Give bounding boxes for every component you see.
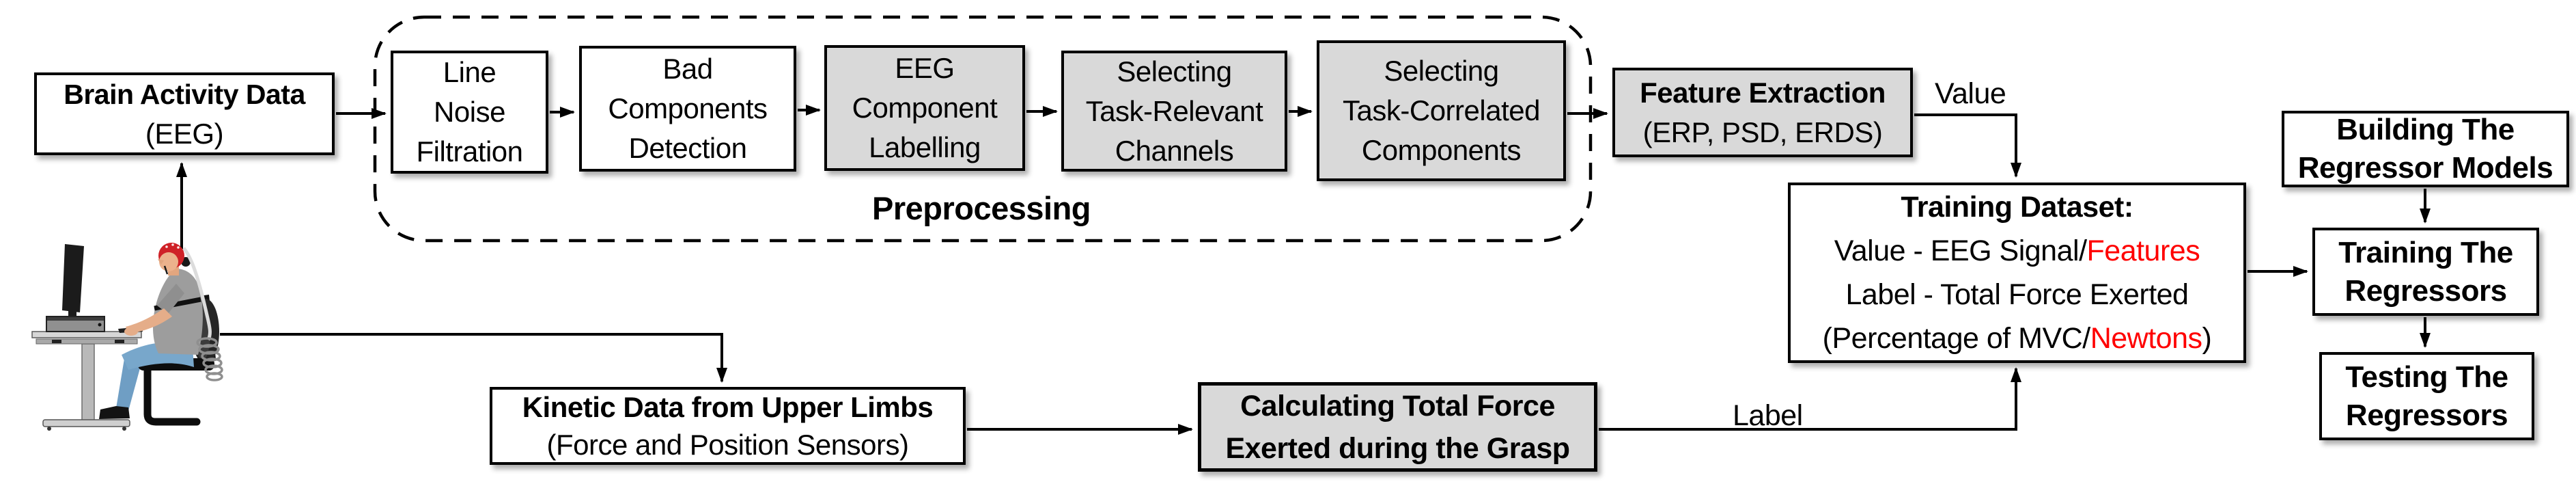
- task-correlated-components-box: Selecting Task-Correlated Components: [1317, 40, 1566, 181]
- task-correlated-line1: Selecting: [1384, 55, 1499, 87]
- pct-line-red: Newtons: [2090, 322, 2202, 355]
- label-edge-label: Label: [1733, 399, 1803, 432]
- monitor-icon: [55, 244, 92, 320]
- eeg-component-labelling-box: EEG Component Labelling: [824, 45, 1025, 171]
- bad-components-line3: Detection: [628, 132, 747, 164]
- task-relevant-channels-box: Selecting Task-Relevant Channels: [1061, 51, 1287, 172]
- shoe-icon: [99, 406, 130, 419]
- eeg-component-line2: Component: [852, 92, 998, 124]
- arrow-label-to-training-dataset: [1599, 367, 2021, 431]
- pct-line-close: ): [2202, 322, 2212, 355]
- feature-extraction-subtitle: (ERP, PSD, ERDS): [1642, 116, 1883, 148]
- task-correlated-line2: Task-Correlated: [1343, 94, 1540, 126]
- arrow-value-to-training-dataset: [1914, 113, 2021, 178]
- brain-activity-data-box: Brain Activity Data (EEG): [34, 72, 335, 155]
- value-line-black: Value - EEG Signal/: [1834, 234, 2087, 267]
- kinetic-data-box: Kinetic Data from Upper Limbs (Force and…: [490, 387, 966, 465]
- preprocessing-label: Preprocessing: [872, 190, 1091, 226]
- task-relevant-line1: Selecting: [1117, 55, 1232, 88]
- training-dataset-pct-line: (Percentage of MVC/Newtons): [1823, 317, 2212, 360]
- chin-strap: [163, 265, 169, 275]
- calculating-line1: Calculating Total Force: [1240, 389, 1555, 422]
- training-dataset-box: Training Dataset: Value - EEG Signal/Fea…: [1788, 183, 2246, 363]
- training-line1: Training The: [2338, 235, 2513, 269]
- task-correlated-line3: Components: [1361, 134, 1522, 166]
- bad-components-line2: Components: [608, 92, 768, 124]
- kinetic-box-title: Kinetic Data from Upper Limbs: [522, 391, 934, 423]
- bad-components-detection-box: Bad Components Detection: [579, 46, 796, 172]
- arrow-participant-to-kinetic: [220, 333, 727, 383]
- training-dataset-label-line: Label - Total Force Exerted: [1845, 278, 2189, 311]
- preprocessing-dashed-container: [373, 15, 1593, 243]
- line-noise-line2: Noise: [434, 96, 505, 128]
- calculating-line2: Exerted during the Grasp: [1225, 431, 1570, 465]
- participant-figure: [99, 243, 214, 419]
- line-noise-line1: Line: [443, 56, 496, 88]
- training-dataset-value-line: Value - EEG Signal/Features: [1834, 229, 2200, 273]
- pct-line-black: (Percentage of MVC/: [1822, 322, 2091, 355]
- task-relevant-line3: Channels: [1115, 134, 1234, 167]
- testing-regressors-box: Testing The Regressors: [2319, 352, 2534, 440]
- pc-box-icon: [46, 316, 105, 332]
- kinetic-box-subtitle: (Force and Position Sensors): [546, 429, 909, 461]
- participant-illustration: [31, 243, 223, 431]
- building-regressor-models-box: Building The Regressor Models: [2282, 111, 2569, 187]
- feature-extraction-title: Feature Extraction: [1640, 76, 1886, 109]
- hand: [124, 327, 138, 336]
- task-relevant-line2: Task-Relevant: [1085, 94, 1263, 127]
- cap-cable: [182, 247, 212, 341]
- brain-box-subtitle: (EEG): [145, 117, 224, 150]
- line-noise-filtration-box: Line Noise Filtration: [391, 51, 548, 174]
- building-line1: Building The: [2336, 113, 2515, 146]
- training-line2: Regressors: [2344, 273, 2507, 308]
- brain-box-title: Brain Activity Data: [64, 78, 305, 110]
- line-noise-line3: Filtration: [416, 135, 523, 167]
- cable-coil-icon: [196, 337, 223, 381]
- training-dataset-title: Training Dataset:: [1901, 191, 2133, 224]
- feature-extraction-box: Feature Extraction (ERP, PSD, ERDS): [1612, 68, 1913, 157]
- bad-components-line1: Bad: [662, 53, 713, 85]
- testing-line1: Testing The: [2345, 360, 2508, 394]
- building-line2: Regressor Models: [2297, 151, 2553, 185]
- eeg-component-line3: Labelling: [869, 131, 981, 163]
- testing-line2: Regressors: [2345, 398, 2508, 432]
- calculating-total-force-box: Calculating Total Force Exerted during t…: [1198, 382, 1597, 472]
- eeg-component-line1: EEG: [895, 52, 955, 84]
- training-regressors-box: Training The Regressors: [2312, 228, 2539, 316]
- desk-icon: [31, 331, 142, 431]
- value-edge-label: Value: [1935, 77, 2006, 110]
- face: [159, 252, 178, 271]
- value-line-red: Features: [2086, 234, 2200, 267]
